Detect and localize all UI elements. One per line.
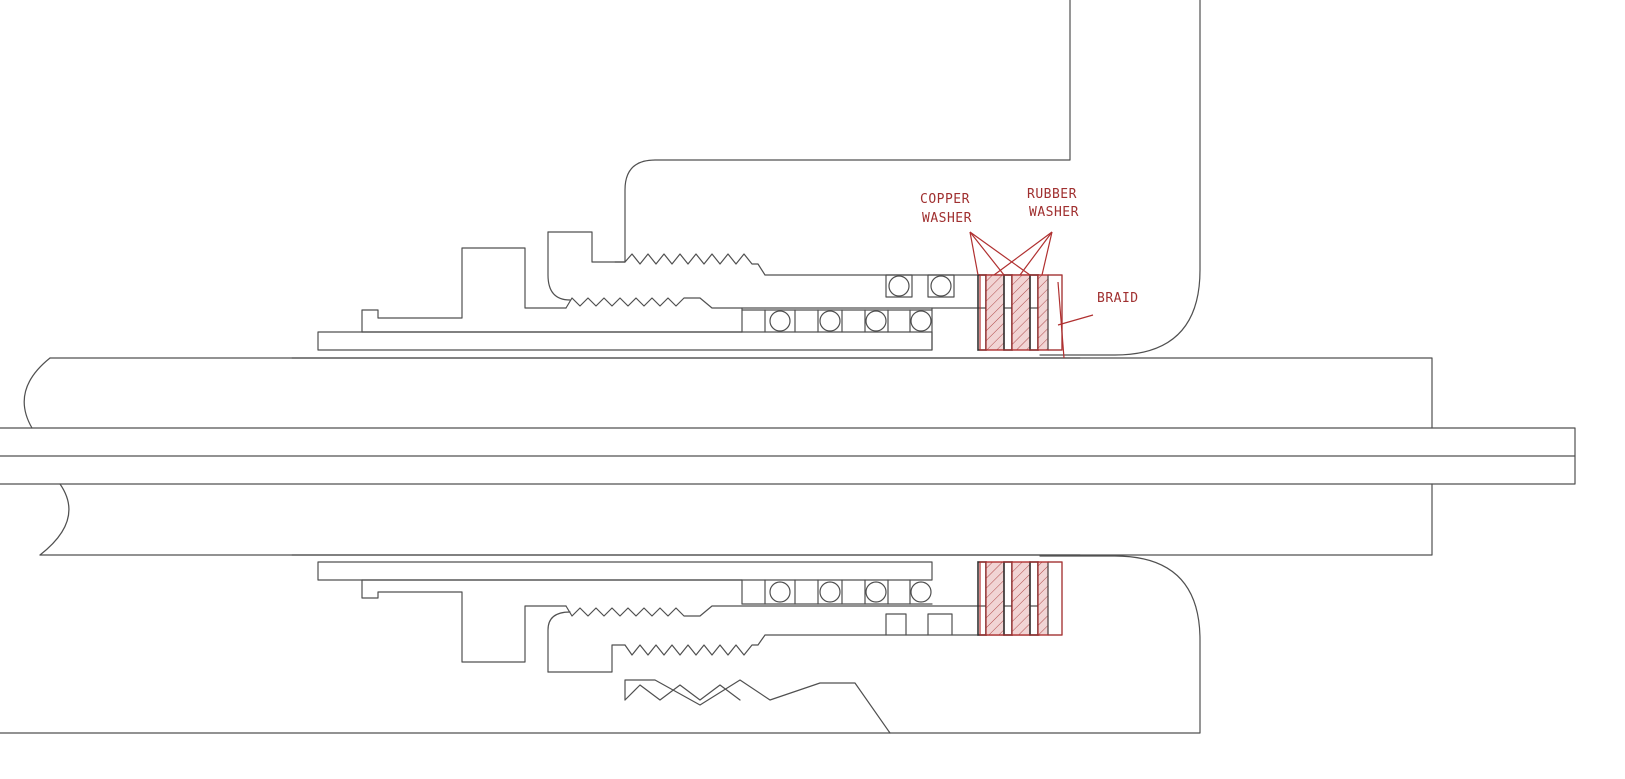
upper-housing: [614, 0, 1201, 356]
braid-part: [1057, 281, 1065, 359]
rubber-washer-label-line1: RUBBER: [1027, 187, 1077, 202]
upper-gland-assembly: [291, 231, 1081, 359]
lower-washer-stack: [977, 561, 1063, 636]
braid-label: BRAID: [1097, 291, 1139, 306]
lower-housing: [0, 555, 1201, 734]
central-tube: [0, 357, 1576, 556]
copper-washer-label-line1: COPPER: [920, 192, 970, 207]
copper-washer-label-line2: WASHER: [922, 211, 972, 226]
upper-washer-stack: [977, 274, 1063, 351]
upper-ball-bearings: [741, 274, 955, 333]
rubber-washer-label-line2: WASHER: [1029, 205, 1079, 220]
leader-lines: [969, 231, 1094, 326]
annotation-labels: COPPER WASHER RUBBER WASHER BRAID: [920, 187, 1139, 306]
lower-gland-assembly: [291, 554, 1081, 701]
lower-ball-bearings: [741, 579, 953, 636]
